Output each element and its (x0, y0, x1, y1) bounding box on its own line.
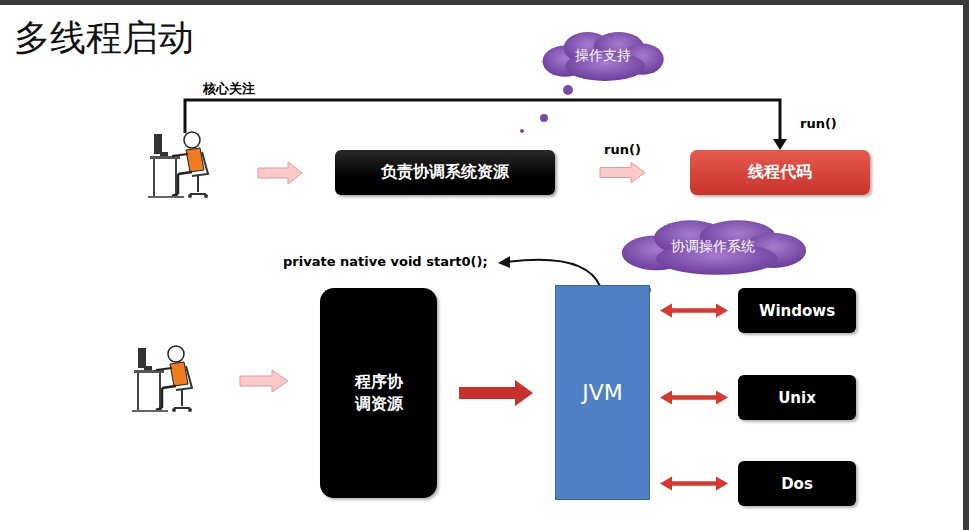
os-box: Dos (738, 461, 856, 506)
node-text: Unix (778, 389, 816, 407)
edge-label: run() (604, 142, 641, 157)
thread-box: 线程代码 (690, 150, 870, 195)
node-text: Windows (759, 302, 835, 320)
program-box: 程序协调资源 (320, 288, 437, 498)
call-arrow (506, 260, 600, 286)
arrow-body (459, 380, 533, 406)
pink-arrow (240, 370, 288, 392)
node-text: 线程代码 (748, 162, 812, 183)
diagram-title: 多线程启动 (14, 14, 194, 63)
arrow-body (660, 477, 728, 491)
node-text: Dos (781, 475, 813, 493)
connector (600, 163, 645, 183)
process-box: 负责协调系统资源 (335, 150, 555, 195)
connector (660, 477, 728, 491)
focus-line (185, 100, 780, 140)
person-icon (132, 346, 192, 412)
node-text: JVM (582, 380, 623, 405)
os-box: Windows (738, 288, 856, 333)
note-label: 核心关注 (203, 80, 255, 98)
connector (459, 380, 533, 406)
os-box: Unix (738, 375, 856, 420)
thought-cloud: 协调操作系统 (618, 218, 808, 276)
arrow-body (660, 304, 728, 318)
thought-cloud: 操作支持 (540, 30, 665, 82)
bubble-dot (563, 85, 573, 95)
node-text: 协调操作系统 (671, 238, 755, 256)
connector (660, 391, 728, 405)
jvm-box: JVM (555, 285, 650, 500)
node-text: 程序协调资源 (354, 371, 404, 414)
note-label: run() (800, 116, 837, 131)
bubble-dot (540, 114, 548, 122)
person-icon (148, 132, 208, 198)
node-text: 负责协调系统资源 (381, 162, 509, 183)
pink-arrow (258, 162, 302, 184)
code-label: private native void start0(); (283, 254, 488, 269)
arrow-head (498, 256, 510, 268)
node-text: 操作支持 (575, 47, 631, 65)
arrow-body (600, 163, 645, 183)
arrow-head (773, 139, 787, 150)
connector (660, 304, 728, 318)
bubble-dot (520, 129, 524, 133)
arrow-body (660, 391, 728, 405)
